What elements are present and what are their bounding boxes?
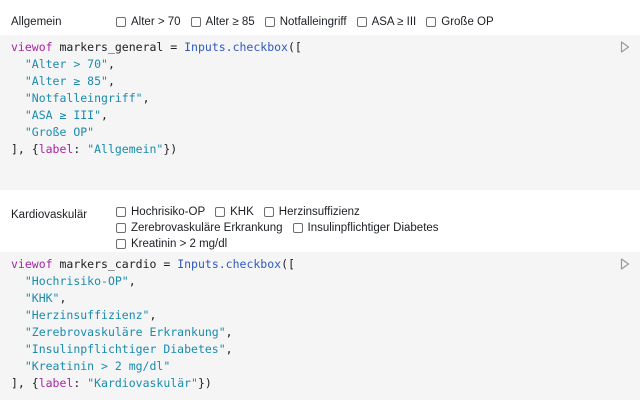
play-icon [620, 258, 630, 270]
cardio-checkbox-row-3: Kreatinin > 2 mg/dl [116, 238, 237, 250]
checkbox-box[interactable] [116, 207, 126, 217]
cardio-checkbox-row-2: Zerebrovaskuläre Erkrankung Insulinpflic… [116, 222, 449, 234]
checkbox-notfalleingriff[interactable]: Notfalleingriff [264, 16, 347, 28]
cardio-output: Kardiovaskulär Hochrisiko-OP KHK Herzins… [0, 204, 640, 254]
checkbox-herzinsuffizienz[interactable]: Herzinsuffizienz [263, 206, 360, 218]
checkbox-grosse-op[interactable]: Große OP [426, 16, 494, 28]
checkbox-box[interactable] [292, 223, 303, 233]
cardio-checkbox-row-1: Hochrisiko-OP KHK Herzinsuffizienz [116, 206, 370, 218]
checkbox-box[interactable] [116, 223, 126, 233]
checkbox-alter-70[interactable]: Alter > 70 [116, 16, 181, 28]
checkbox-box[interactable] [215, 207, 226, 217]
checkbox-insulinpflichtiger-diabetes[interactable]: Insulinpflichtiger Diabetes [292, 222, 439, 234]
cardio-code-cell[interactable]: viewof markers_cardio = Inputs.checkbox(… [0, 252, 640, 400]
checkbox-zerebrovaskulaere-erkrankung[interactable]: Zerebrovaskuläre Erkrankung [116, 222, 283, 234]
general-checkbox-group: Alter > 70 Alter ≥ 85 Notfalleingriff AS… [116, 16, 504, 28]
general-output: Allgemein Alter > 70 Alter ≥ 85 Notfalle… [0, 14, 640, 32]
checkbox-box[interactable] [264, 17, 275, 27]
checkbox-box[interactable] [356, 17, 367, 27]
checkbox-box[interactable] [116, 17, 126, 27]
checkbox-alter-85[interactable]: Alter ≥ 85 [190, 16, 255, 28]
run-cell-button[interactable] [620, 41, 630, 53]
checkbox-kreatinin[interactable]: Kreatinin > 2 mg/dl [116, 238, 227, 250]
run-cell-button[interactable] [620, 258, 630, 270]
checkbox-box[interactable] [263, 207, 274, 217]
checkbox-asa-iii[interactable]: ASA ≥ III [356, 16, 416, 28]
checkbox-box[interactable] [190, 17, 201, 27]
checkbox-box[interactable] [426, 17, 437, 27]
cardio-label: Kardiovaskulär [11, 209, 88, 221]
play-icon [620, 41, 630, 53]
general-code-cell[interactable]: viewof markers_general = Inputs.checkbox… [0, 35, 640, 190]
checkbox-khk[interactable]: KHK [215, 206, 254, 218]
checkbox-hochrisiko-op[interactable]: Hochrisiko-OP [116, 206, 205, 218]
checkbox-box[interactable] [116, 239, 126, 249]
general-label: Allgemein [11, 16, 62, 28]
